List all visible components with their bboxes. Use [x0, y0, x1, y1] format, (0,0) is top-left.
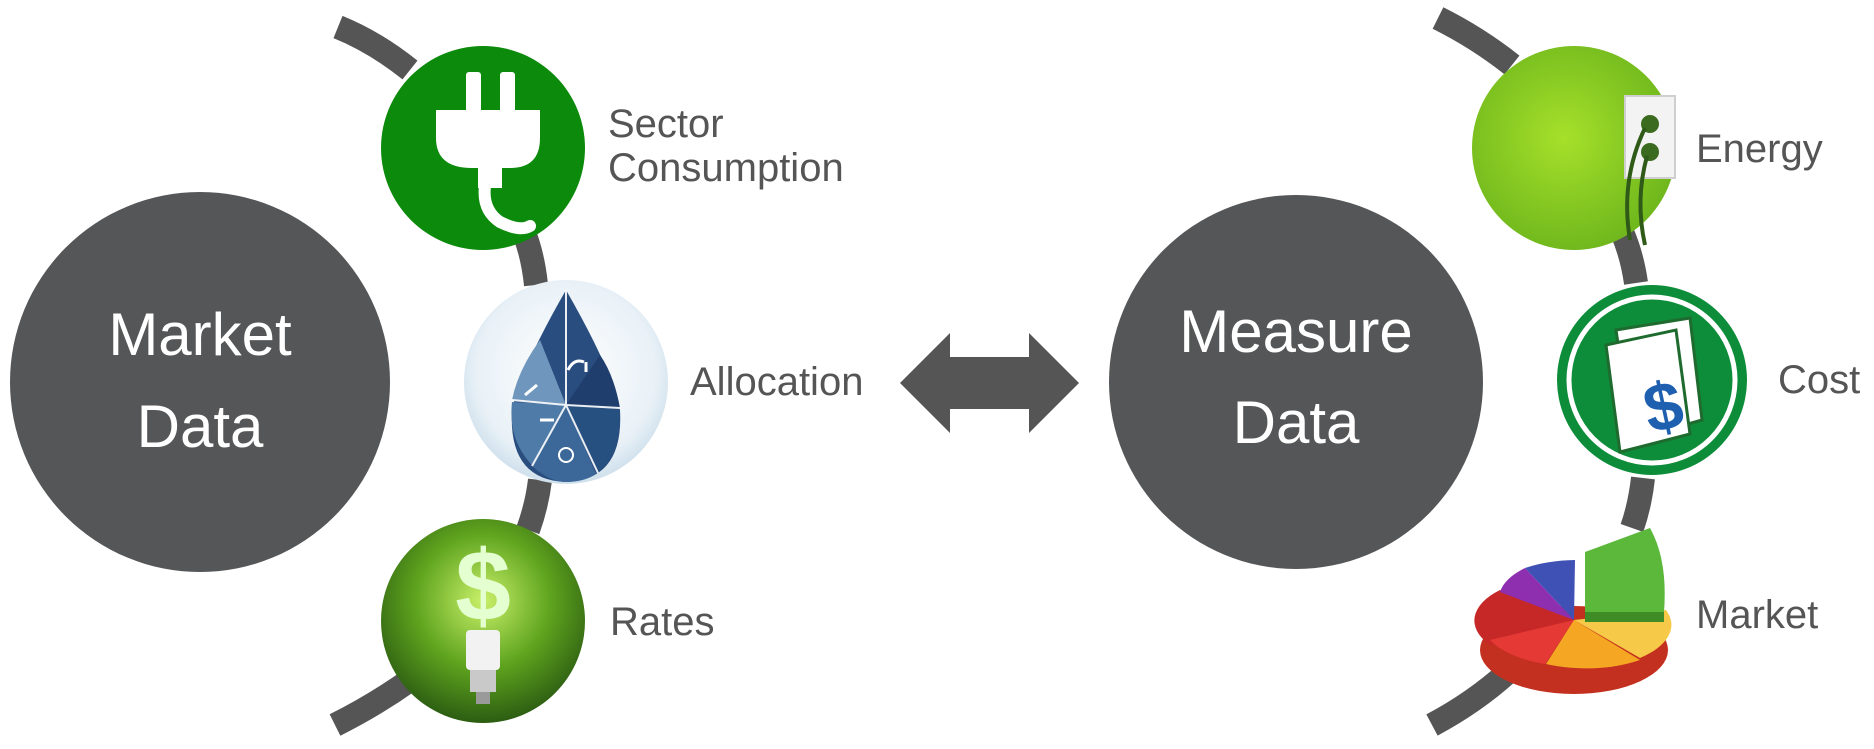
cost-ring: [1566, 294, 1738, 466]
water-drop-icon: [511, 290, 621, 482]
money-bill-icon: $: [1604, 316, 1704, 454]
node-market: Market: [1474, 528, 1818, 694]
left-arc-segment-bottom: [329, 670, 417, 736]
market-label: Market: [1696, 593, 1818, 637]
measure-data-hub: Measure Data: [1109, 195, 1483, 569]
svg-text:$: $: [455, 530, 511, 642]
rates-circle: [381, 519, 585, 723]
rates-label: Rates: [610, 600, 715, 644]
sector-label-line2: Consumption: [608, 146, 844, 190]
node-sector-consumption: Sector Consumption: [381, 46, 844, 250]
sector-label-line1: Sector: [608, 102, 724, 146]
wall-outlet-icon: [1624, 95, 1676, 246]
hub-title-line2: Data: [1233, 389, 1360, 456]
node-rates: $ Rates: [381, 519, 715, 723]
energy-label: Energy: [1696, 127, 1823, 171]
node-energy: Energy: [1472, 46, 1823, 250]
plug-icon: [436, 72, 540, 235]
market-data-hub: Market Data: [10, 192, 390, 572]
cost-label: Cost: [1778, 358, 1860, 402]
node-cost: $ Cost: [1557, 285, 1860, 475]
hub-title-line1: Market: [108, 301, 292, 368]
left-arc-segment-lower: [516, 478, 552, 535]
left-group: Market Data Sector Consumption: [10, 15, 863, 736]
pie-chart-icon: [1474, 528, 1672, 694]
node-allocation: Allocation: [464, 280, 863, 484]
right-arc-segment-top: [1432, 7, 1520, 75]
hub-circle: [1109, 195, 1483, 569]
left-arc-segment-top: [333, 15, 418, 80]
right-arc-segment-lower: [1620, 476, 1655, 532]
double-arrow-icon: [900, 333, 1079, 433]
right-arc-segment-bottom: [1426, 663, 1517, 736]
allocation-label: Allocation: [690, 360, 863, 404]
hub-circle: [10, 192, 390, 572]
right-group: Measure Data Energy $ Cost: [1109, 7, 1860, 736]
hub-title-line2: Data: [137, 393, 264, 460]
dollar-bulb-icon: $: [455, 530, 511, 704]
hub-title-line1: Measure: [1179, 298, 1412, 365]
